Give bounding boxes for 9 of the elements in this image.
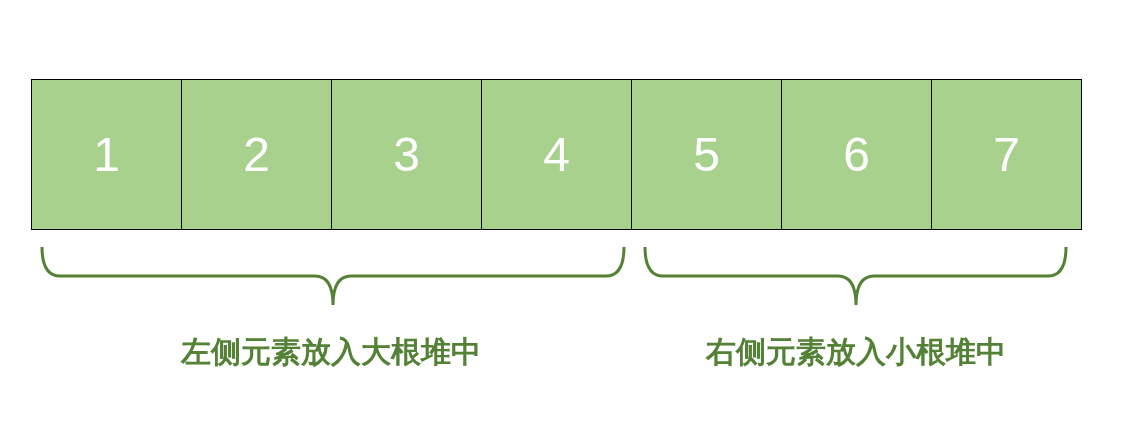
array-element: 7: [931, 79, 1082, 230]
array-element: 3: [331, 79, 482, 230]
array-element: 1: [31, 79, 182, 230]
array-element: 6: [781, 79, 932, 230]
array-element: 5: [631, 79, 782, 230]
array-element: 2: [181, 79, 332, 230]
brace-caption: 左侧元素放入大根堆中: [181, 333, 481, 371]
brace-caption: 右侧元素放入小根堆中: [706, 333, 1006, 371]
array-element: 4: [481, 79, 632, 230]
